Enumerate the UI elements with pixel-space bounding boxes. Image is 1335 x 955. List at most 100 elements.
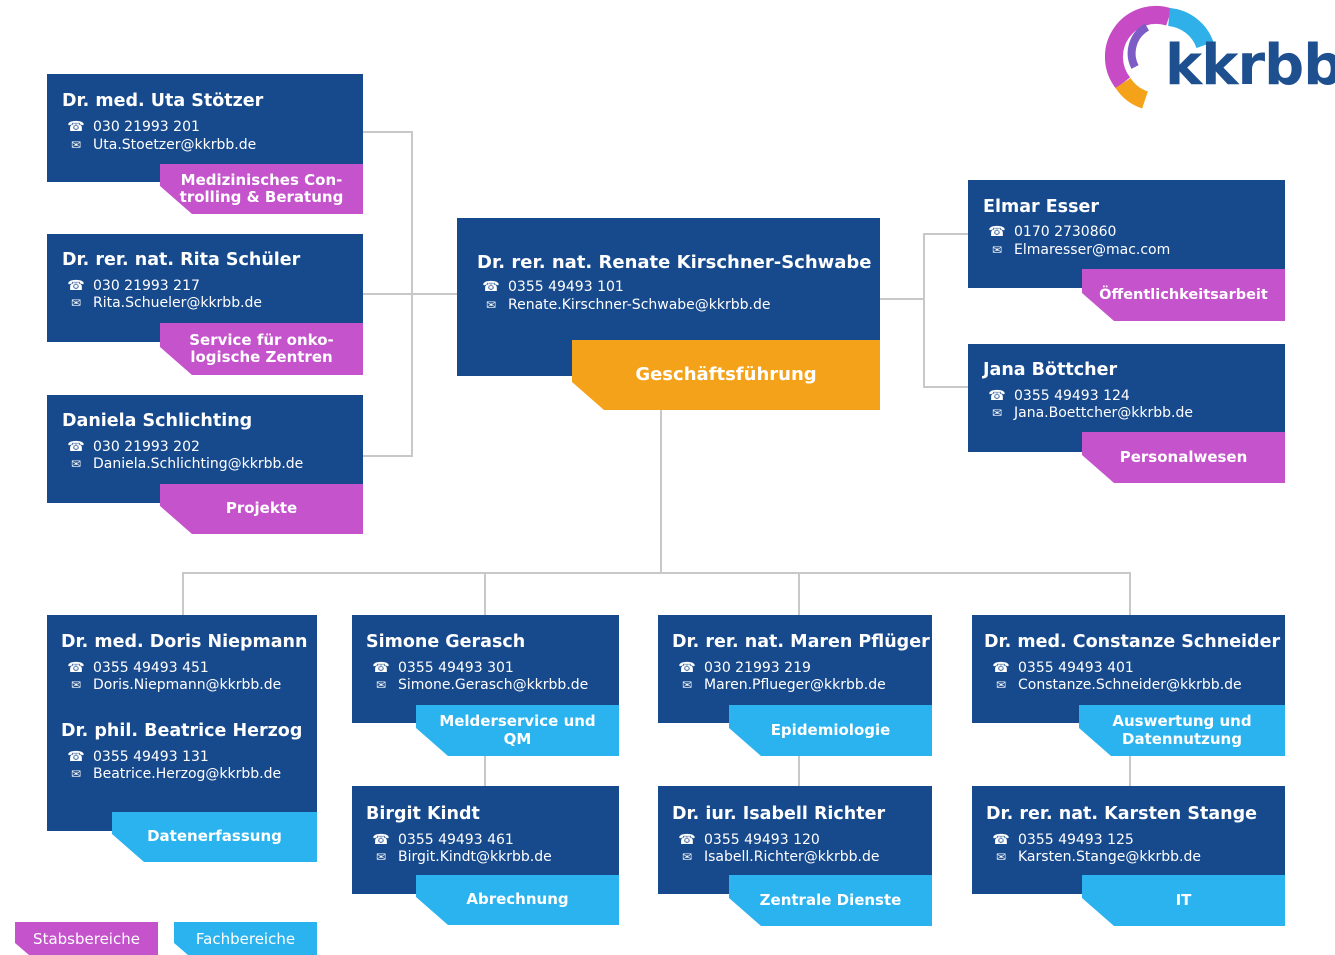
email-line: ✉ Karsten.Stange@kkrbb.de [992, 849, 1201, 865]
envelope-icon: ✉ [70, 678, 82, 692]
legend-stabsbereiche: Stabsbereiche [15, 922, 158, 955]
unit-label-line1: Auswertung und [1112, 712, 1252, 731]
phone-number: 0355 49493 101 [508, 279, 624, 295]
email-line: ✉Constanze.Schneider@kkrbb.de [992, 677, 1242, 693]
email-address: Daniela.Schlichting@kkrbb.de [93, 456, 304, 472]
connector-drop-4 [1129, 572, 1131, 616]
logo-ring-icon [1105, 5, 1214, 109]
envelope-icon: ✉ [995, 850, 1007, 864]
person-name: Birgit Kindt [366, 804, 480, 824]
email-line: ✉Maren.Pflueger@kkrbb.de [678, 677, 886, 693]
person-name: Dr. phil. Beatrice Herzog [61, 721, 303, 741]
email-line: ✉ Daniela.Schlichting@kkrbb.de [67, 456, 303, 472]
email-address: Simone.Gerasch@kkrbb.de [398, 677, 589, 693]
email-address: Uta.Stoetzer@kkrbb.de [93, 137, 257, 153]
envelope-icon: ✉ [70, 457, 82, 471]
person-name: Dr. iur. Isabell Richter [672, 804, 886, 824]
person-name: Simone Gerasch [366, 632, 526, 652]
unit-tag-epidemiologie: Epidemiologie [729, 705, 932, 756]
phone-number: 0355 49493 131 [93, 749, 209, 765]
person-name: Dr. rer. nat. Karsten Stange [986, 804, 1257, 824]
connector-down-main [660, 410, 662, 574]
person-name: Dr. rer. nat. Rita Schüler [62, 250, 301, 270]
phone-line: ☎0355 49493 120 [678, 832, 820, 848]
email-address: Rita.Schueler@kkrbb.de [93, 295, 263, 311]
unit-tag-zentrale-dienste: Zentrale Dienste [729, 875, 932, 926]
unit-tag-projekte: Projekte [160, 484, 363, 534]
unit-tag-auswertung-datennutzung: Auswertung und Datennutzung [1079, 705, 1285, 756]
envelope-icon: ✉ [375, 678, 387, 692]
phone-icon: ☎ [678, 660, 696, 676]
email-address: Constanze.Schneider@kkrbb.de [1018, 677, 1242, 693]
phone-number: 0170 2730860 [1014, 224, 1117, 240]
person-name: Elmar Esser [983, 197, 1100, 217]
envelope-icon: ✉ [681, 850, 693, 864]
phone-icon: ☎ [988, 224, 1006, 240]
person-name: Jana Böttcher [983, 360, 1118, 380]
connector-col2-link [484, 756, 486, 786]
connector-drop-3 [798, 572, 800, 616]
unit-tag-medizinisches-controlling: Medizinisches Con- trolling & Beratung [160, 164, 363, 214]
phone-line: ☎ 0355 49493 401 [992, 660, 1134, 676]
phone-number: 0355 49493 401 [1018, 660, 1134, 676]
email-line: ✉Jana.Boettcher@kkrbb.de [988, 405, 1193, 421]
person-name: Daniela Schlichting [62, 411, 253, 431]
unit-tag-datenerfassung: Datenerfassung [112, 812, 317, 862]
unit-label: Datenerfassung [147, 827, 282, 846]
unit-tag-oeffentlichkeitsarbeit: Öffentlichkeitsarbeit [1082, 269, 1285, 321]
email-line: ✉Renate.Kirschner-Schwabe@kkrbb.de [482, 297, 771, 313]
phone-number: 0355 49493 125 [1018, 832, 1134, 848]
person-name: Dr. rer. nat. Maren Pflüger [672, 632, 930, 652]
email-address: Doris.Niepmann@kkrbb.de [93, 677, 282, 693]
envelope-icon: ✉ [991, 406, 1003, 420]
connector-right-stub-1 [923, 233, 969, 235]
phone-icon: ☎ [992, 832, 1010, 848]
unit-tag-geschaeftsfuehrung: Geschäftsführung [572, 340, 880, 410]
envelope-icon: ✉ [70, 138, 82, 152]
phone-line: ☎ 0355 49493 125 [992, 832, 1134, 848]
phone-line: ☎030 21993 201 [67, 119, 200, 135]
unit-label: Epidemiologie [770, 720, 891, 739]
unit-tag-service-onkologische-zentren: Service für onko- logische Zentren [160, 323, 363, 375]
unit-label: Abrechnung [466, 890, 569, 909]
envelope-icon: ✉ [485, 298, 497, 312]
phone-number: 0355 49493 451 [93, 660, 209, 676]
kkrbb-logo: kkrbb [1105, 5, 1335, 110]
person-name: Dr. med. Constanze Schneider [984, 632, 1281, 652]
email-address: Beatrice.Herzog@kkrbb.de [93, 766, 282, 782]
phone-icon: ☎ [67, 278, 85, 294]
unit-label: Geschäftsführung [635, 363, 817, 385]
email-line: ✉ Doris.Niepmann@kkrbb.de [67, 677, 281, 693]
phone-icon: ☎ [482, 279, 500, 295]
unit-label: IT [1175, 890, 1192, 909]
email-address: Elmaresser@mac.com [1014, 242, 1171, 258]
person-name: Dr. med. Doris Niepmann [61, 632, 308, 652]
unit-label-line1: Service für onko- [189, 330, 334, 349]
email-address: Karsten.Stange@kkrbb.de [1018, 849, 1202, 865]
phone-number: 030 21993 217 [93, 278, 200, 294]
envelope-icon: ✉ [991, 243, 1003, 257]
email-address: Maren.Pflueger@kkrbb.de [704, 677, 886, 693]
phone-icon: ☎ [372, 660, 390, 676]
email-address: Birgit.Kindt@kkrbb.de [398, 849, 552, 865]
phone-line: ☎030 21993 202 [67, 439, 200, 455]
phone-number: 030 21993 219 [704, 660, 811, 676]
phone-number: 0355 49493 461 [398, 832, 514, 848]
unit-label-line2: logische Zentren [190, 348, 333, 366]
dept-card-datenerfassung: Dr. med. Doris Niepmann ☎0355 49493 451 … [47, 615, 317, 831]
phone-line: ☎ 0170 2730860 [988, 224, 1116, 240]
phone-line: ☎0355 49493 131 [67, 749, 209, 765]
unit-tag-personalwesen: Personalwesen [1082, 432, 1285, 483]
phone-number: 0355 49493 124 [1014, 388, 1130, 404]
phone-line: ☎0355 49493 124 [988, 388, 1130, 404]
envelope-icon: ✉ [70, 767, 82, 781]
unit-label: Öffentlichkeitsarbeit [1099, 286, 1268, 303]
connector-col4-link [1129, 756, 1131, 786]
phone-line: ☎ 030 21993 219 [678, 660, 811, 676]
connector-bottom-bar [182, 572, 1131, 574]
unit-label-line1: Melderservice und [439, 712, 596, 731]
phone-icon: ☎ [678, 832, 696, 848]
unit-tag-abrechnung: Abrechnung [416, 875, 619, 925]
connector-drop-2 [484, 572, 486, 616]
phone-icon: ☎ [992, 660, 1010, 676]
